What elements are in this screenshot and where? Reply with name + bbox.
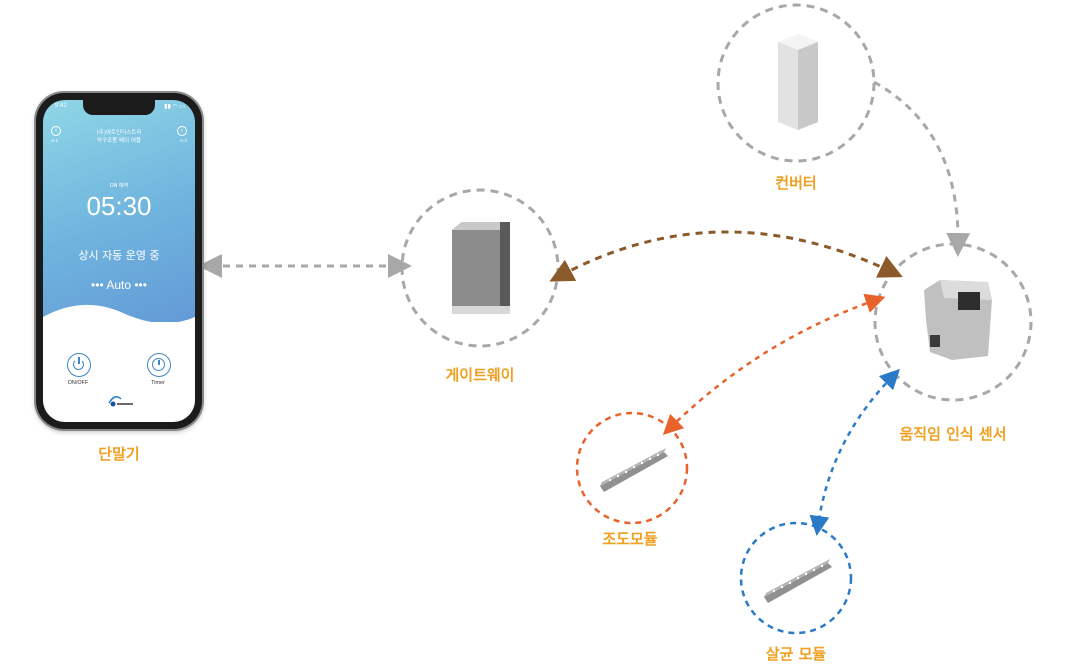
converter-label: 컨버터: [775, 174, 817, 192]
steril-module-device: [764, 559, 832, 603]
timer-label: Timer: [151, 380, 165, 386]
nav-right-icon[interactable]: ›: [177, 126, 187, 136]
converter-device: [778, 34, 818, 130]
sensor-illum-link: [662, 293, 886, 435]
power-icon: [73, 359, 84, 370]
phone-notch: [83, 100, 155, 115]
timer-icon-hand: [158, 360, 160, 365]
nav-right-label: A-2: [179, 138, 187, 143]
status-icons: ▮▮ ◠ ▭: [164, 104, 185, 110]
timer-caption: ON 예약: [109, 183, 129, 189]
steril-module-circle: [739, 521, 853, 635]
steril-module-label: 살균 모듈: [765, 645, 827, 663]
illum-module-device: [600, 448, 668, 492]
company-line1: (주)아트인더스트리: [96, 130, 142, 136]
illum-module-label: 조도모듈: [602, 530, 658, 548]
auto-text: ••• Auto •••: [91, 278, 147, 292]
power-button[interactable]: [67, 353, 91, 377]
gateway-label: 게이트웨이: [445, 366, 515, 384]
gateway-device: [452, 222, 510, 314]
mode-text: 상시 자동 운영 중: [78, 249, 160, 262]
nav-left-label: A-1: [51, 138, 59, 143]
phone-screen: 9:41 ▮▮ ◠ ▭ ‹ A-1 › A-2 (주)아트인더스트리 악구조품 …: [43, 100, 195, 422]
motion-sensor-label: 움직임 인식 센서: [899, 425, 1007, 443]
timer-icon: [152, 358, 165, 371]
gateway-sensor-link: [549, 230, 903, 282]
power-icon-line: [78, 357, 80, 364]
motion-sensor-device: [924, 280, 992, 360]
converter-sensor-link: [873, 80, 971, 257]
onoff-label: ON/OFF: [67, 380, 89, 386]
illum-module-circle: [575, 411, 689, 525]
sensor-steril-link: [809, 368, 901, 536]
status-time: 9:41: [55, 103, 67, 109]
company-line2: 악구조품 페이 어플: [97, 138, 141, 144]
timer-button[interactable]: [147, 353, 171, 377]
time-display: 05:30: [86, 191, 152, 221]
nav-left-icon[interactable]: ‹: [51, 126, 61, 136]
company-logo: [108, 396, 133, 407]
phone-terminal: 9:41 ▮▮ ◠ ▭ ‹ A-1 › A-2 (주)아트인더스트리 악구조품 …: [36, 93, 202, 429]
terminal-label: 단말기: [98, 445, 140, 463]
